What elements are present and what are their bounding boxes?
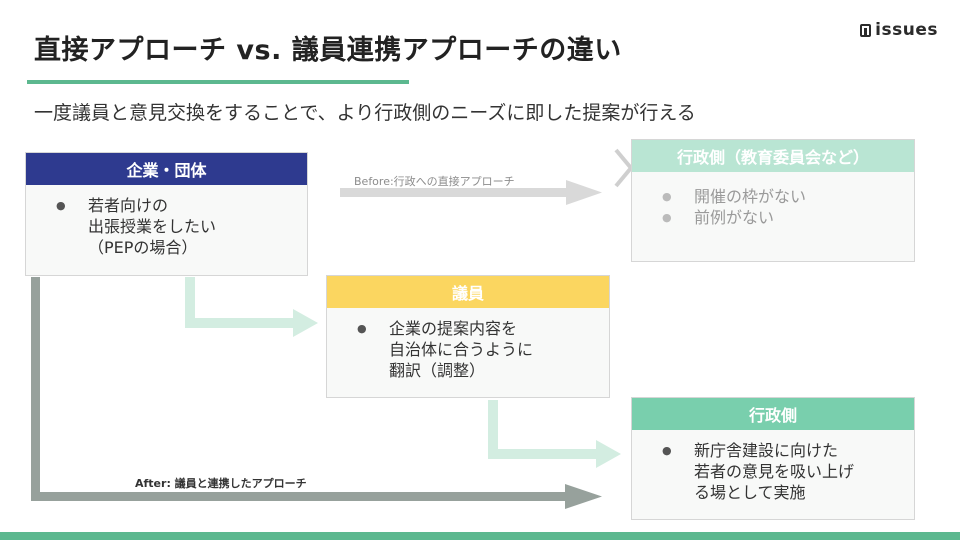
company-bullet: 若者向けの 出張授業をしたい （PEPの場合） [56,195,295,258]
gov-after-box-body: 新庁舎建設に向けた 若者の意見を吸い上げ る場として実施 [632,430,914,513]
company-box-title: 企業・団体 [26,153,307,185]
member-bullet: 企業の提案内容を 自治体に合うように 翻訳（調整） [357,318,597,381]
member-box-title: 議員 [327,276,609,308]
page-subtitle: 一度議員と意見交換をすることで、より行政側のニーズに即した提案が行える [34,102,696,124]
logo-text: issues [875,20,938,40]
member-to-gov-arrow [488,400,621,468]
gov-after-box: 行政側 新庁舎建設に向けた 若者の意見を吸い上げ る場として実施 [631,397,915,520]
gov-after-box-title: 行政側 [632,398,914,430]
issues-logo: issues [860,20,938,40]
page-title: 直接アプローチ vs. 議員連携アプローチの違い [34,35,622,66]
gov-after-bullet: 新庁舎建設に向けた 若者の意見を吸い上げ る場として実施 [662,440,902,503]
member-box: 議員 企業の提案内容を 自治体に合うように 翻訳（調整） [326,275,610,398]
footer-accent-bar [0,532,960,540]
company-box: 企業・団体 若者向けの 出張授業をしたい （PEPの場合） [25,152,308,276]
after-arrow [31,277,602,509]
gov-before-bullet: 前例がない [662,207,902,228]
after-arrow-label: After: 議員と連携したアプローチ [135,477,307,490]
title-underline [27,80,409,84]
member-box-body: 企業の提案内容を 自治体に合うように 翻訳（調整） [327,308,609,391]
gov-before-box-title: 行政側（教育委員会など） [632,140,914,172]
gov-before-bullet: 開催の枠がない [662,186,902,207]
before-arrow-label: Before:行政への直接アプローチ [354,175,515,188]
gov-before-box: 行政側（教育委員会など） 開催の枠がない 前例がない [631,139,915,262]
company-to-member-arrow [185,277,318,337]
gov-before-box-body: 開催の枠がない 前例がない [632,172,914,238]
company-box-body: 若者向けの 出張授業をしたい （PEPの場合） [26,185,307,268]
issues-logo-icon [860,23,872,37]
before-arrow [340,180,602,205]
